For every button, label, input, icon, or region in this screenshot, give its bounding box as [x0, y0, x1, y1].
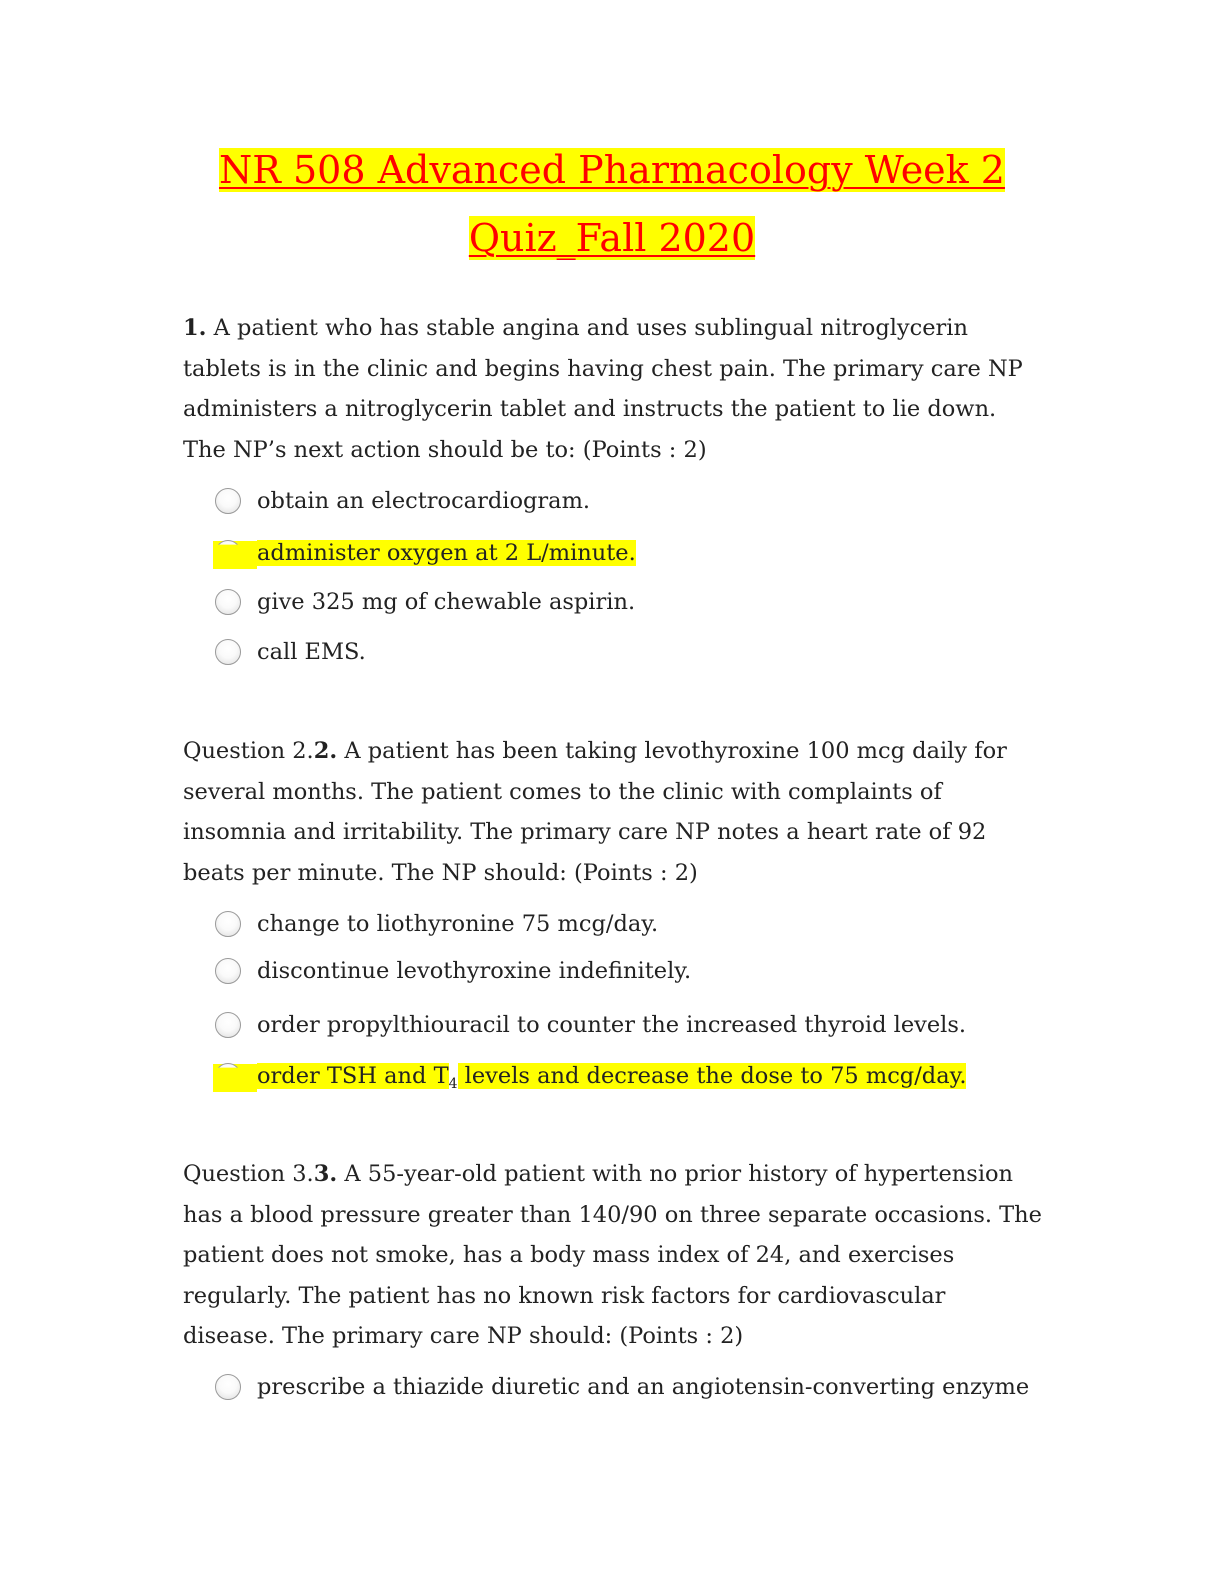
radio-button-icon[interactable]: [215, 639, 241, 665]
question-3-stem: Question 3.3. A 55-year-old patient with…: [183, 1161, 1042, 1349]
option-label: call EMS.: [257, 639, 366, 665]
option-label: order propylthiouracil to counter the in…: [257, 1012, 967, 1038]
highlight-mark: [213, 541, 257, 569]
question-number: 2.: [313, 738, 338, 764]
question-1-option-c[interactable]: give 325 mg of chewable aspirin.: [213, 585, 1033, 619]
option-label: give 325 mg of chewable aspirin.: [257, 589, 636, 615]
question-number: 1.: [183, 315, 207, 341]
option-label: prescribe a thiazide diuretic and an ang…: [257, 1374, 1030, 1400]
option-label: obtain an electrocardiogram.: [257, 488, 591, 514]
document-title-line-1: NR 508 Advanced Pharmacology Week 2: [219, 148, 1005, 192]
option-label: administer oxygen at 2 L/minute.: [257, 540, 636, 566]
question-1-stem: 1. A patient who has stable angina and u…: [183, 315, 1023, 463]
radio-button-icon[interactable]: [215, 1374, 241, 1400]
question-2-option-c[interactable]: order propylthiouracil to counter the in…: [213, 1008, 1033, 1042]
radio-button-icon[interactable]: [215, 958, 241, 984]
question-1-option-b[interactable]: administer oxygen at 2 L/minute.: [213, 536, 1033, 570]
question-number: 3.: [313, 1161, 338, 1187]
option-label: order TSH and T4 levels and decrease the…: [257, 1063, 967, 1092]
option-label: discontinue levothyroxine indefinitely.: [257, 958, 692, 984]
radio-button-icon[interactable]: [215, 488, 241, 514]
option-label: change to liothyronine 75 mcg/day.: [257, 911, 659, 937]
question-1-option-a[interactable]: obtain an electrocardiogram.: [213, 484, 1033, 518]
question-3-option-a[interactable]: prescribe a thiazide diuretic and an ang…: [213, 1370, 1033, 1404]
question-2-stem: Question 2.2. A patient has been taking …: [183, 738, 1007, 886]
highlight-mark: [213, 1064, 257, 1092]
radio-button-icon[interactable]: [215, 911, 241, 937]
question-2-option-a[interactable]: change to liothyronine 75 mcg/day.: [213, 907, 1033, 941]
document-title-line-2: Quiz_Fall 2020: [468, 216, 756, 260]
question-2-option-d[interactable]: order TSH and T4 levels and decrease the…: [213, 1059, 1033, 1093]
question-2-option-b[interactable]: discontinue levothyroxine indefinitely.: [213, 954, 1033, 988]
radio-button-icon[interactable]: [215, 1012, 241, 1038]
question-1-option-d[interactable]: call EMS.: [213, 635, 1033, 669]
radio-button-icon[interactable]: [215, 589, 241, 615]
